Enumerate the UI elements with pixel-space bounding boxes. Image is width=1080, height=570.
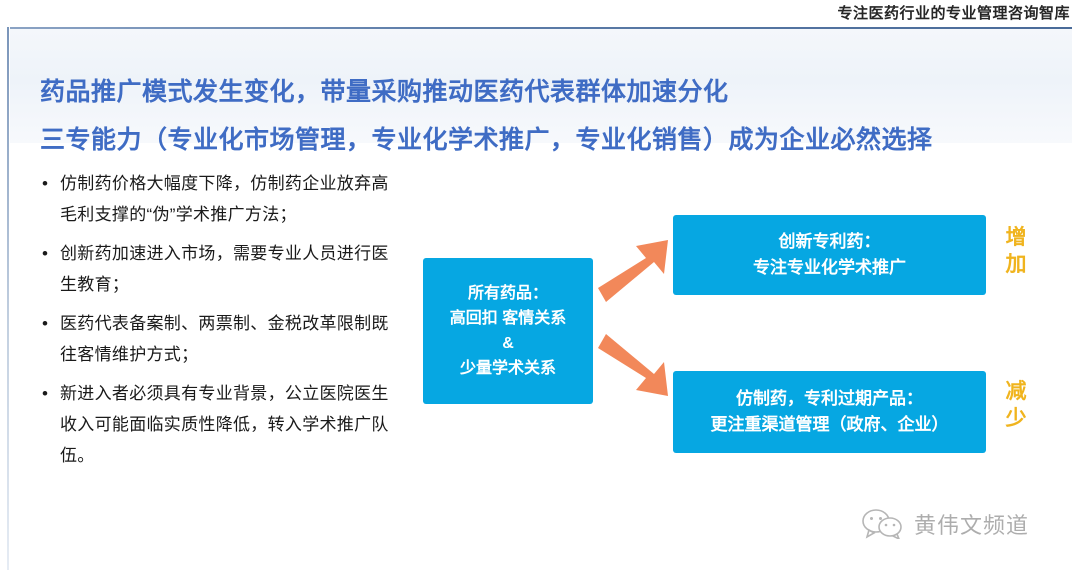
- header-bar: 专注医药行业的专业管理咨询智库: [0, 0, 1080, 28]
- bullet-marker-icon: •: [42, 384, 48, 403]
- box-line: 仿制药，专利过期产品：: [736, 389, 923, 408]
- wechat-logo-icon: [862, 509, 902, 539]
- watermark: 黄伟文频道: [862, 508, 1029, 540]
- slide-title-line-1: 药品推广模式发生变化，带量采购推动医药代表群体加速分化: [40, 78, 729, 106]
- box-line: 少量学术关系: [459, 360, 556, 377]
- bullet-marker-icon: •: [42, 174, 48, 193]
- left-accent-line: [7, 27, 9, 570]
- bullet-marker-icon: •: [42, 314, 48, 333]
- list-item-text: 新进入者必须具有专业背景，公立医院医生收入可能面临实质性降低，转入学术推广队伍。: [60, 384, 389, 465]
- list-item: • 仿制药价格大幅度下降，仿制药企业放弃高毛利支撑的“伪”学术推广方法；: [38, 168, 398, 230]
- title-band: 药品推广模式发生变化，带量采购推动医药代表群体加速分化 三专能力（专业化市场管理…: [10, 29, 1072, 154]
- slide-title-line-2: 三专能力（专业化市场管理，专业化学术推广，专业化销售）成为企业必然选择: [40, 126, 933, 154]
- header-divider: [10, 27, 1072, 29]
- arrow-up-right-icon: [598, 240, 668, 302]
- arrow-down-right-icon: [598, 334, 668, 396]
- box-line: &: [502, 335, 514, 352]
- label-decrease: 减少: [1005, 380, 1027, 430]
- list-item: • 医药代表备案制、两票制、金税改革限制既往客情维护方式；: [38, 308, 398, 370]
- diagram-box-generic-drugs: 仿制药，专利过期产品： 更注重渠道管理（政府、企业）: [673, 371, 986, 453]
- list-item-text: 创新药加速进入市场，需要专业人员进行医生教育；: [60, 244, 389, 294]
- box-line: 所有药品：: [467, 285, 548, 302]
- bullet-list: • 仿制药价格大幅度下降，仿制药企业放弃高毛利支撑的“伪”学术推广方法； • 创…: [38, 168, 398, 479]
- list-item: • 新进入者必须具有专业背景，公立医院医生收入可能面临实质性降低，转入学术推广队…: [38, 378, 398, 471]
- box-line: 更注重渠道管理（政府、企业）: [710, 415, 949, 434]
- list-item-text: 仿制药价格大幅度下降，仿制药企业放弃高毛利支撑的“伪”学术推广方法；: [60, 174, 389, 224]
- list-item: • 创新药加速进入市场，需要专业人员进行医生教育；: [38, 238, 398, 300]
- bullet-marker-icon: •: [42, 244, 48, 263]
- box-line: 创新专利药：: [778, 232, 881, 251]
- diagram-box-all-drugs: 所有药品： 高回扣 客情关系 & 少量学术关系: [423, 258, 593, 404]
- watermark-text: 黄伟文频道: [914, 513, 1030, 538]
- label-increase: 增加: [1005, 226, 1027, 276]
- list-item-text: 医药代表备案制、两票制、金税改革限制既往客情维护方式；: [60, 314, 389, 364]
- header-title: 专注医药行业的专业管理咨询智库: [837, 5, 1070, 22]
- box-line: 高回扣 客情关系: [449, 310, 567, 327]
- box-line: 专注专业化学术推广: [753, 258, 906, 277]
- diagram-box-innovative-drugs: 创新专利药： 专注专业化学术推广: [673, 215, 986, 295]
